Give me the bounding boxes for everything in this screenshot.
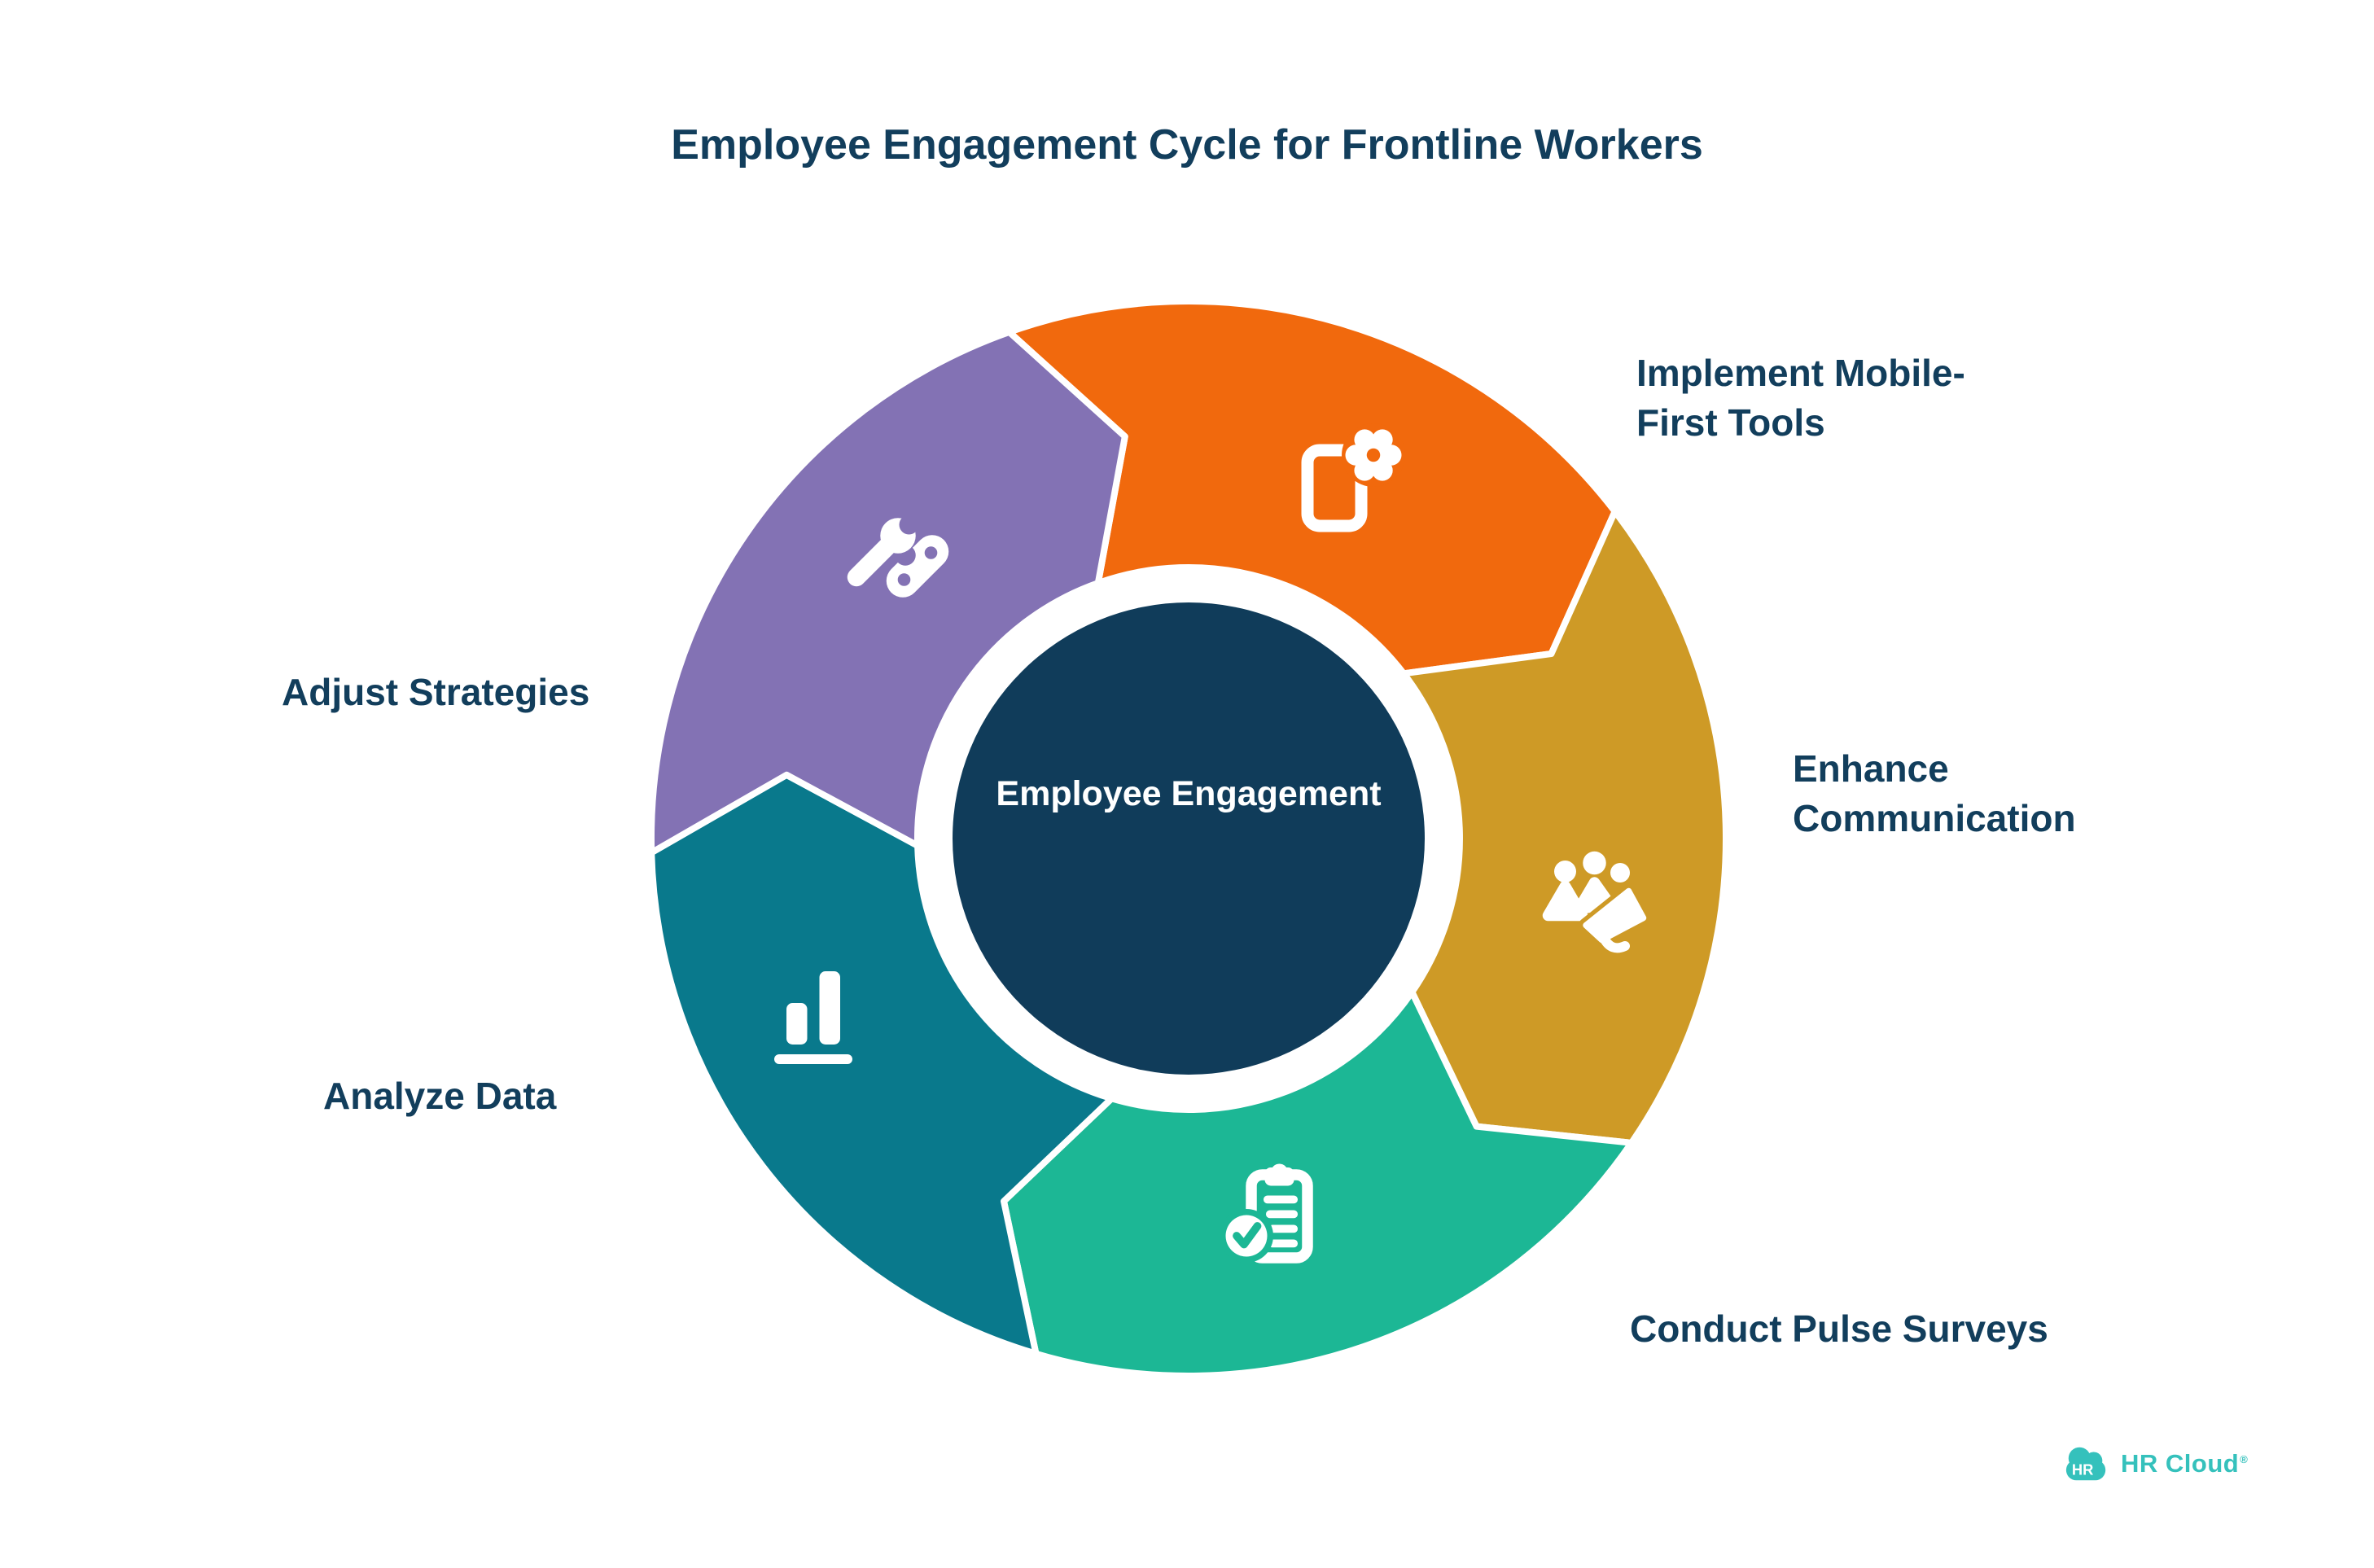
clipboard-check-icon [1220, 1163, 1313, 1264]
page-title: Employee Engagement Cycle for Frontline … [671, 121, 1703, 169]
segment-enhance-communication [1400, 508, 1729, 1146]
segment-adjust-strategies [647, 328, 1128, 856]
label-conduct-pulse-surveys: Conduct Pulse Surveys [1630, 1307, 2048, 1350]
segment-conduct-pulse-surveys [1001, 988, 1635, 1379]
label-analyze-data: Analyze Data [323, 1075, 557, 1117]
center-label: Employee Engagement [996, 774, 1382, 813]
megaphone-people-icon [1542, 851, 1651, 953]
center-circle [953, 602, 1425, 1075]
mobile-gear-icon [1301, 423, 1405, 532]
hr-cloud-wordmark: HR Cloud® [2121, 1449, 2248, 1478]
label-enhance-communication: Enhance Communication [1793, 747, 2076, 839]
hr-cloud-logo: HR HR Cloud® [2063, 1444, 2248, 1483]
hr-cloud-name: HR Cloud [2121, 1449, 2240, 1478]
label-implement-mobile-first-tools: Implement Mobile- First Tools [1636, 352, 1965, 444]
wrench-tools-icon [847, 515, 949, 598]
cycle-ring [647, 298, 1729, 1379]
hr-cloud-icon: HR [2065, 1447, 2106, 1481]
segment-analyze-data [648, 771, 1115, 1357]
registered-mark: ® [2240, 1452, 2249, 1465]
label-adjust-strategies: Adjust Strategies [282, 671, 590, 713]
bar-chart-icon [774, 971, 852, 1064]
hr-badge-text: HR [2072, 1461, 2094, 1478]
